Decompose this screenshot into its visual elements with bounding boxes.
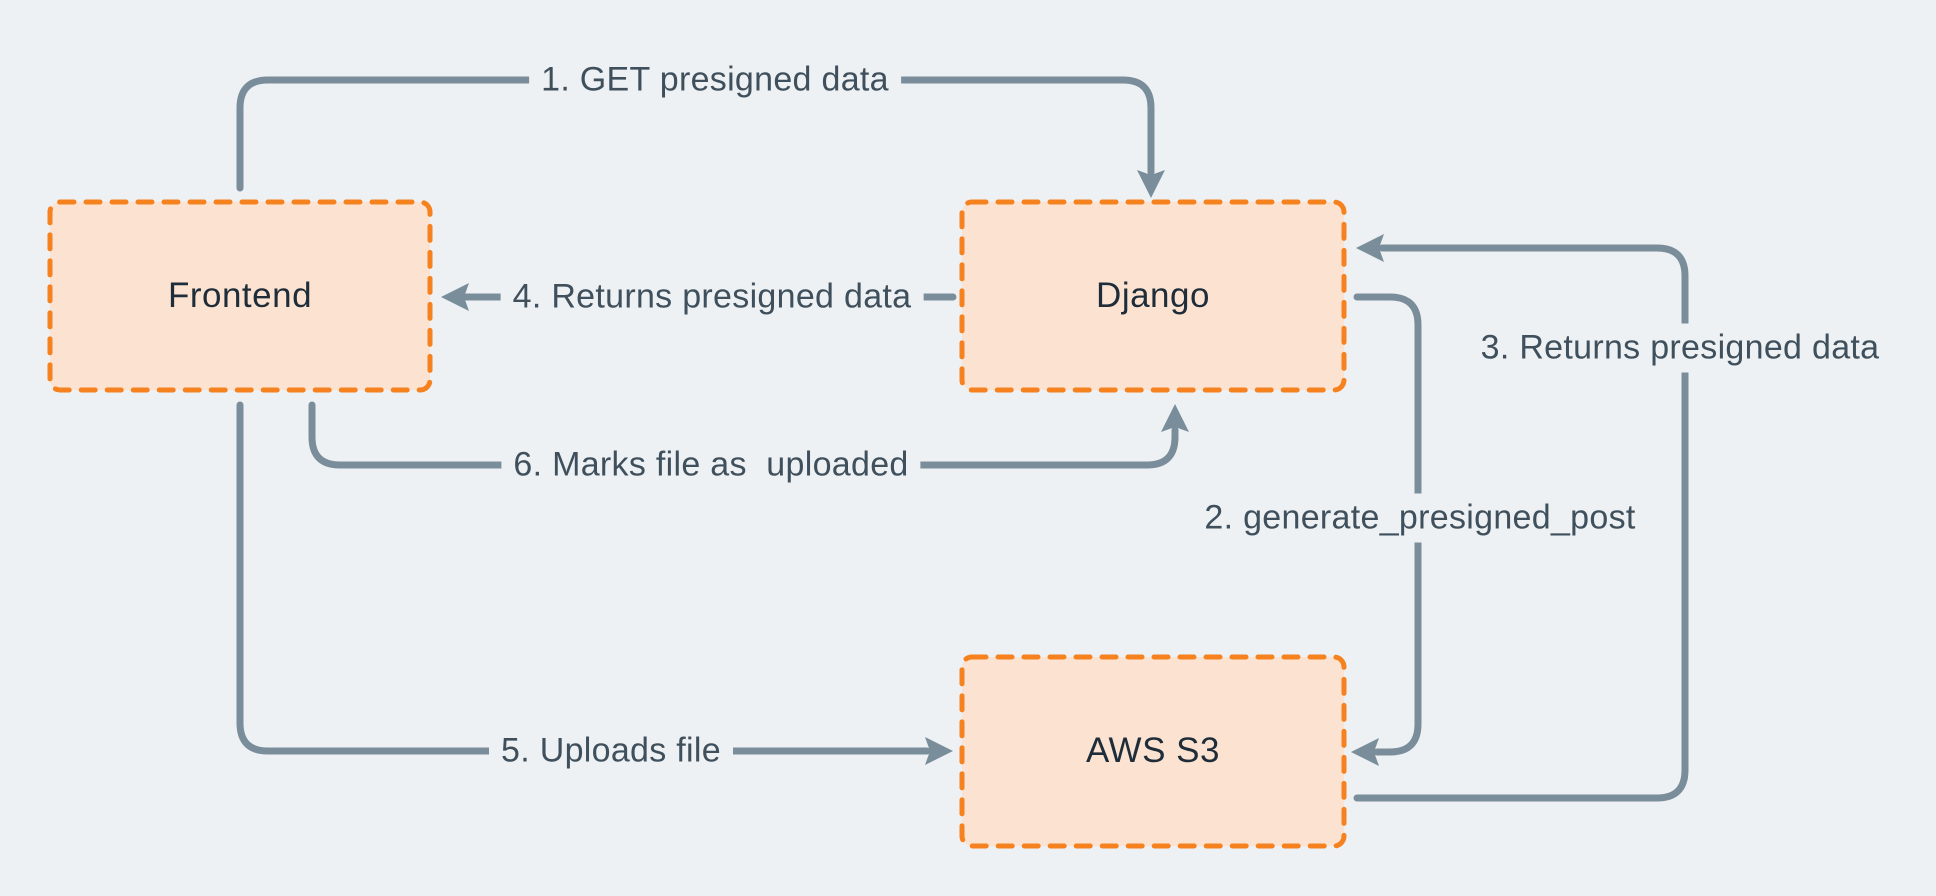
edge-label-5-uploads-file: 5. Uploads file [489, 726, 733, 776]
edge-label-3-returns-presigned-data: 3. Returns presigned data [1468, 323, 1892, 373]
edge-label-4-returns-presigned-data: 4. Returns presigned data [500, 272, 924, 322]
arrowhead-3-left-icon [1356, 234, 1384, 262]
node-label-django: Django [1096, 276, 1210, 315]
edge-label-6-marks-file-as-uploaded: 6. Marks file as uploaded [501, 440, 921, 490]
node-aws-s3 [959, 654, 1347, 849]
node-django [959, 199, 1347, 393]
arrowhead-6-up-icon [1161, 404, 1189, 432]
arrowhead-5-right-icon [925, 737, 953, 765]
node-label-frontend: Frontend [167, 276, 313, 315]
edge-3-returns-presigned-data [1353, 244, 1689, 802]
edge-5-uploads-file [236, 401, 931, 755]
edge-label-1-get-presigned-data: 1. GET presigned data [529, 55, 901, 105]
arrowhead-4-left-icon [441, 283, 469, 311]
arrowhead-2-left-icon [1351, 738, 1379, 766]
arrowhead-1-down-icon [1137, 170, 1165, 198]
edge-label-2-generate-presigned-post: 2. generate_presigned_post [1192, 493, 1648, 543]
node-label-aws-s3: AWS S3 [1086, 731, 1220, 770]
node-frontend [47, 199, 433, 393]
